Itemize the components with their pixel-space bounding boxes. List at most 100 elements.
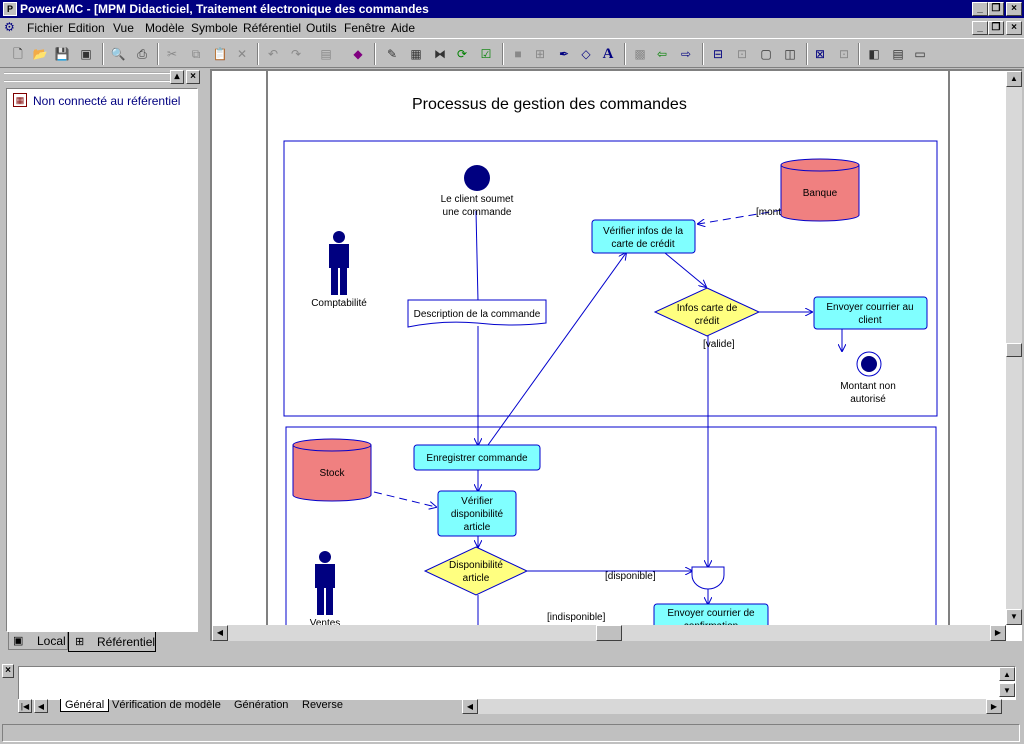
impact-icon[interactable]: ⧓: [434, 47, 446, 61]
package-icon[interactable]: ▩: [634, 47, 646, 61]
activity-check-availability[interactable]: [437, 490, 517, 537]
browser-close-button[interactable]: ×: [186, 70, 200, 84]
properties-icon[interactable]: ▤: [320, 47, 332, 61]
menu-edition[interactable]: Edition: [68, 21, 105, 35]
output-tab-verification[interactable]: Vérification de modèle: [112, 699, 221, 711]
tab-scroll-first[interactable]: |◀: [18, 699, 32, 713]
toolbar-separator: [624, 43, 626, 65]
doc-close-button[interactable]: ×: [1006, 21, 1022, 35]
merge-node[interactable]: [691, 566, 725, 590]
tab-scroll-prev[interactable]: ◀: [34, 699, 48, 713]
menu-outils[interactable]: Outils: [306, 21, 337, 35]
save-icon[interactable]: 💾: [54, 47, 70, 61]
edit-icon[interactable]: ✎: [386, 47, 398, 61]
output-tab-general[interactable]: Général: [60, 699, 110, 712]
diagram-canvas[interactable]: Processus de gestion des commandes Le cl…: [210, 69, 1022, 641]
output-scroll-down-button[interactable]: ▼: [999, 683, 1015, 697]
output-close-button[interactable]: ×: [2, 664, 14, 678]
doc-restore-button[interactable]: ❐: [988, 21, 1004, 35]
menu-symbole[interactable]: Symbole: [191, 21, 238, 35]
layout-bottom-icon[interactable]: ▭: [914, 47, 926, 61]
restore-button[interactable]: ❐: [988, 2, 1004, 16]
object-order-description[interactable]: [407, 299, 547, 328]
save-all-icon[interactable]: ▣: [80, 47, 92, 61]
tree-item-repository[interactable]: Non connecté au référentiel: [33, 94, 181, 108]
repository-icon: ▦: [13, 93, 27, 107]
horizontal-scrollbar[interactable]: ◀ ▶: [212, 625, 1006, 641]
pen-icon[interactable]: ✒: [558, 47, 570, 61]
scroll-thumb-vertical[interactable]: [1006, 343, 1022, 357]
go-parent-icon[interactable]: ⇦: [656, 47, 668, 61]
undo-icon[interactable]: ↶: [267, 47, 279, 61]
output-h-scrollbar[interactable]: ◀ ▶: [462, 699, 1002, 714]
model-icon[interactable]: ◆: [353, 47, 363, 61]
actor-ventes-icon: [315, 551, 335, 615]
output-tab-reverse[interactable]: Reverse: [302, 699, 343, 711]
scroll-down-button[interactable]: ▼: [1006, 609, 1022, 625]
check-model-icon[interactable]: ☑: [480, 47, 492, 61]
menu-fenetre[interactable]: Fenêtre: [344, 21, 386, 35]
minimize-button[interactable]: _: [972, 2, 988, 16]
cut-icon[interactable]: ✂: [166, 47, 178, 61]
open-icon[interactable]: 📂: [32, 47, 48, 61]
refresh-icon[interactable]: ⟳: [456, 47, 468, 61]
diagram-list-icon[interactable]: ⊡: [838, 47, 850, 61]
activity-send-mail[interactable]: [813, 296, 928, 330]
menu-referentiel[interactable]: Référentiel: [243, 21, 302, 35]
browser-header-grip[interactable]: [4, 72, 170, 82]
delete-icon[interactable]: ✕: [236, 47, 248, 61]
scroll-thumb-horizontal[interactable]: [596, 625, 622, 641]
new-icon[interactable]: 🗋: [13, 47, 23, 61]
shape-icon[interactable]: ■: [514, 47, 522, 61]
activity-verify-card-line1: Vérifier infos de la: [603, 226, 683, 237]
go-child-icon[interactable]: ⇨: [680, 47, 692, 61]
copy-icon[interactable]: ⧉: [191, 47, 201, 61]
activity-register-order[interactable]: [413, 444, 541, 471]
browser-maximize-button[interactable]: ▴: [170, 70, 184, 84]
scroll-left-button[interactable]: ◀: [212, 625, 228, 641]
list-icon[interactable]: ▦: [410, 47, 422, 61]
activity-verify-card[interactable]: [591, 219, 696, 254]
decision-card-info[interactable]: [653, 287, 761, 337]
menu-aide[interactable]: Aide: [391, 21, 416, 35]
font-icon[interactable]: A: [602, 46, 614, 62]
vertical-scrollbar[interactable]: ▲ ▼: [1006, 71, 1022, 625]
scroll-right-button[interactable]: ▶: [990, 625, 1006, 641]
fill-icon[interactable]: ◇: [581, 47, 591, 61]
document-icon[interactable]: ⚙: [4, 20, 15, 34]
output-scroll-right[interactable]: ▶: [986, 699, 1002, 714]
result-icon[interactable]: ▢: [760, 47, 772, 61]
window-icon[interactable]: ◫: [784, 47, 796, 61]
datastore-banque[interactable]: [780, 158, 860, 222]
menu-modele[interactable]: Modèle: [145, 21, 185, 35]
print-preview-icon[interactable]: 🔍: [110, 47, 126, 61]
actor-comptabilite-label: Comptabilité: [311, 298, 367, 309]
diagram-icon[interactable]: ⊠: [814, 47, 826, 61]
layout-grid-icon[interactable]: ▤: [892, 47, 904, 61]
output-tab-generation[interactable]: Génération: [234, 699, 289, 711]
browser-toggle-icon[interactable]: ⊟: [712, 47, 724, 61]
redo-icon[interactable]: ↷: [290, 47, 302, 61]
swimlane-comptabilite[interactable]: [283, 140, 938, 417]
menu-vue[interactable]: Vue: [113, 21, 134, 35]
paste-icon[interactable]: 📋: [212, 47, 228, 61]
format-icon[interactable]: ⊞: [534, 47, 546, 61]
layout-left-icon[interactable]: ◧: [868, 47, 880, 61]
datastore-stock[interactable]: [292, 438, 372, 502]
app-icon[interactable]: P: [3, 2, 17, 16]
start-node[interactable]: [464, 165, 490, 191]
doc-minimize-button[interactable]: _: [972, 21, 988, 35]
close-button[interactable]: ×: [1006, 2, 1022, 16]
print-icon[interactable]: ⎙: [137, 47, 147, 61]
output-toggle-icon[interactable]: ⊡: [736, 47, 748, 61]
output-text-area[interactable]: ▲ ▼: [18, 666, 1016, 700]
menu-fichier[interactable]: Fichier: [27, 21, 64, 35]
browser-tab-local[interactable]: ▣ Local: [8, 632, 68, 650]
swimlane-ventes[interactable]: [285, 426, 937, 641]
start-label-line1: Le client soumet: [441, 194, 514, 205]
decision-availability[interactable]: [423, 546, 529, 596]
output-scroll-up-button[interactable]: ▲: [999, 667, 1015, 681]
output-scroll-left[interactable]: ◀: [462, 699, 478, 714]
browser-tab-referentiel[interactable]: ⊞ Référentiel: [68, 632, 156, 652]
scroll-up-button[interactable]: ▲: [1006, 71, 1022, 87]
